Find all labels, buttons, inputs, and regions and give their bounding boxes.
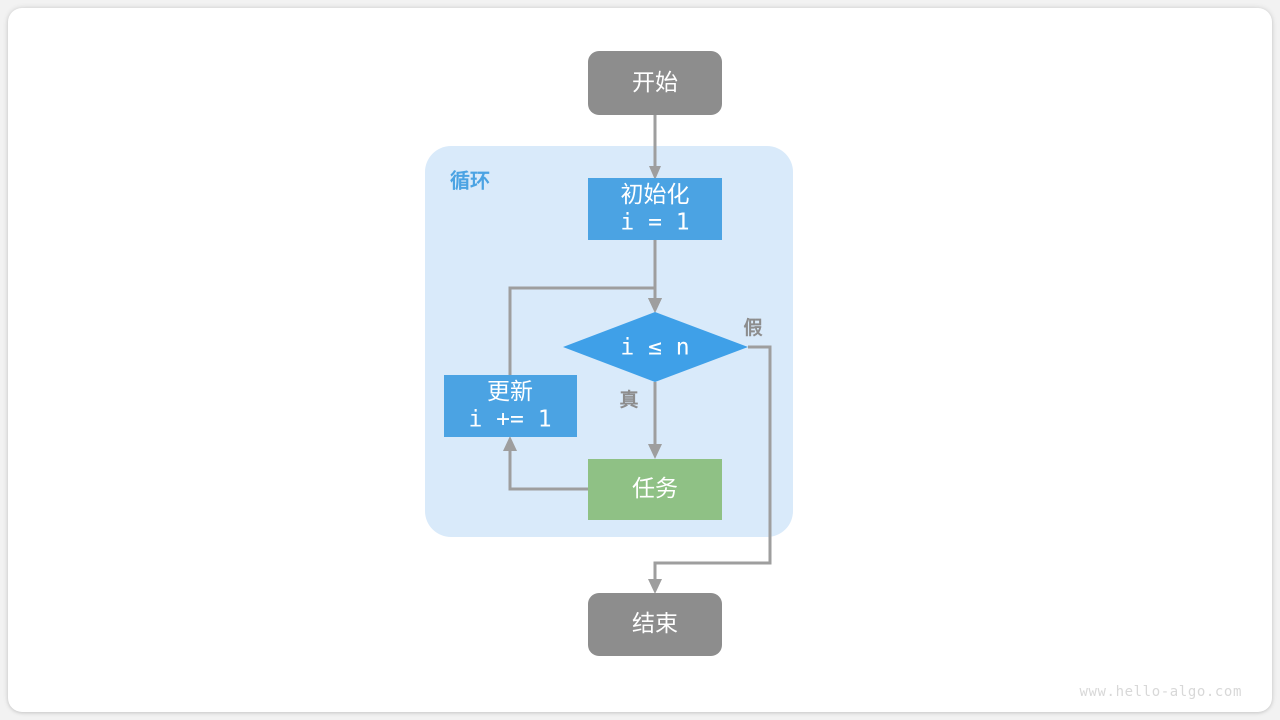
edge-task-to-update [503, 436, 588, 491]
node-update-sublabel: i += 1 [468, 407, 551, 433]
node-init-sublabel: i = 1 [620, 210, 689, 236]
loop-group-label: 循环 [450, 168, 490, 192]
node-end[interactable]: 结束 [588, 593, 722, 656]
node-condition[interactable]: i ≤ n [563, 312, 748, 382]
edge-cond-to-task: 真 [619, 382, 662, 459]
node-condition-label: i ≤ n [620, 335, 689, 361]
node-init-shape[interactable] [588, 178, 722, 240]
edge-task-to-update-line [508, 448, 588, 491]
edge-cond-to-end-line [653, 345, 772, 582]
node-update[interactable]: 更新 i += 1 [444, 375, 577, 437]
node-update-shape[interactable] [444, 375, 577, 437]
edge-task-to-update-arrow [503, 436, 517, 451]
node-start[interactable]: 开始 [588, 51, 722, 115]
node-task-label: 任务 [632, 475, 678, 501]
node-task-shape[interactable] [588, 459, 722, 520]
edge-label-false: 假 [743, 316, 762, 339]
edge-cond-to-task-arrow [648, 444, 662, 459]
edge-cond-to-end: 假 [648, 316, 772, 594]
node-end-label: 结束 [632, 610, 678, 636]
node-end-shape[interactable] [588, 593, 722, 656]
watermark-url: www.hello-algo.com [1079, 684, 1242, 700]
node-update-label: 更新 [487, 378, 533, 404]
edge-start-to-init-arrow [649, 166, 661, 180]
node-task[interactable]: 任务 [588, 459, 722, 520]
edge-update-to-cond [508, 286, 662, 375]
node-start-shape[interactable] [588, 51, 722, 115]
node-init-label: 初始化 [621, 181, 690, 207]
edge-update-to-cond-arrow2 [648, 298, 662, 313]
edge-start-to-init [649, 115, 661, 180]
edge-update-to-cond-line [508, 286, 657, 375]
edge-cond-to-end-arrow [648, 579, 662, 594]
node-start-label: 开始 [632, 69, 678, 95]
node-init[interactable]: 初始化 i = 1 [588, 178, 722, 240]
node-condition-shape[interactable] [563, 312, 748, 382]
edge-label-true: 真 [619, 388, 638, 411]
